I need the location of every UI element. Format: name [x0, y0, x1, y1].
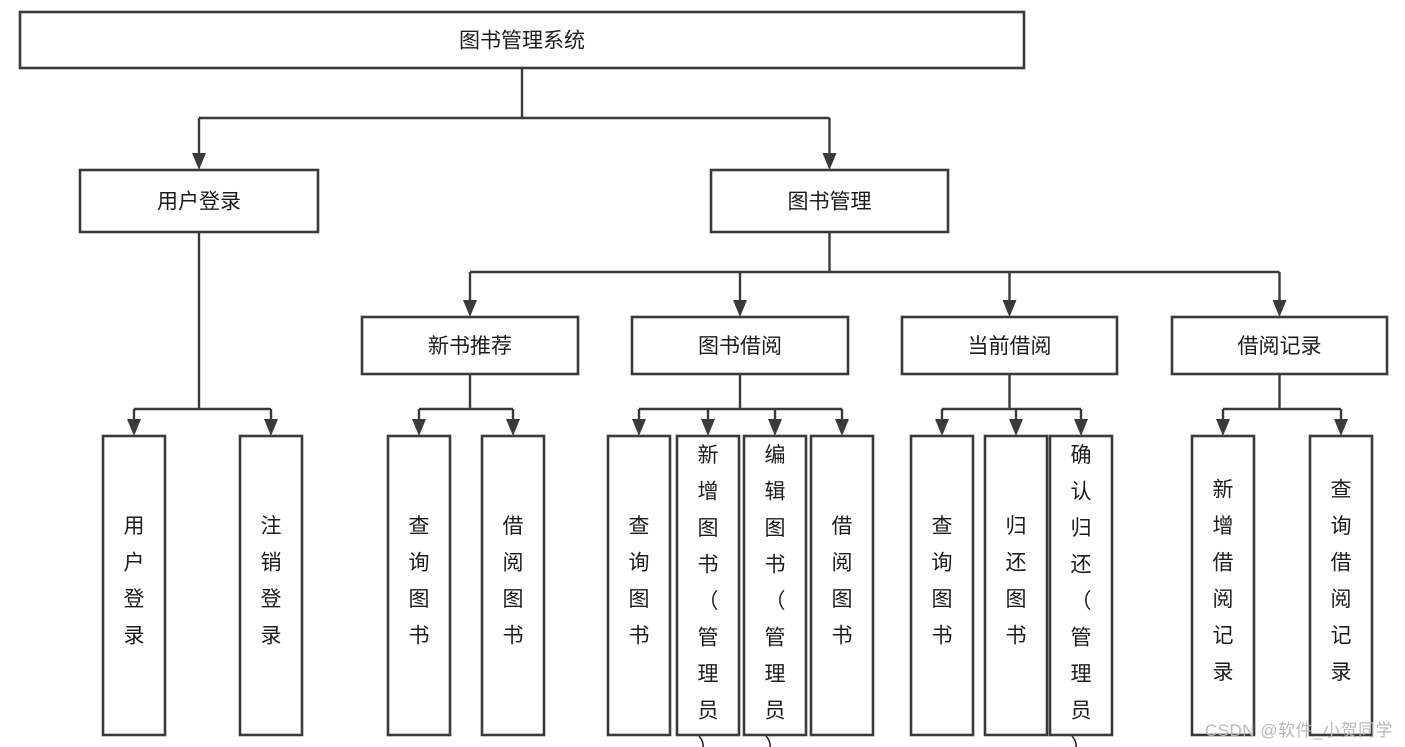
node-label: 图书管理系统 — [459, 30, 585, 53]
node-leaf-query-borrow-record[interactable] — [1308, 434, 1374, 737]
arrow-head-icon — [701, 419, 715, 436]
node-box[interactable] — [386, 434, 452, 737]
node-label: 图书借阅 — [698, 335, 782, 358]
node-label: 借阅记录 — [1238, 335, 1322, 358]
arrow-head-icon — [822, 153, 837, 170]
node-box[interactable] — [18, 10, 1026, 70]
arrow-head-icon — [127, 419, 141, 436]
node-leaf-user-login[interactable] — [101, 434, 167, 737]
node-label: 查询图书 — [629, 515, 650, 648]
node-label: 新书推荐 — [428, 335, 512, 358]
node-label: 图书管理 — [788, 191, 872, 214]
node-label: 新增借阅记录 — [1213, 478, 1234, 684]
node-box[interactable] — [809, 434, 875, 737]
arrow-head-icon — [835, 419, 849, 436]
arrow-head-icon — [1002, 300, 1017, 317]
node-root[interactable] — [18, 10, 1026, 70]
node-box[interactable] — [360, 315, 580, 376]
node-leaf-add-borrow-record[interactable] — [1190, 434, 1256, 737]
node-leaf-borrow-book[interactable] — [809, 434, 875, 737]
node-new-book-recommend[interactable] — [360, 315, 580, 376]
arrow-head-icon — [768, 419, 782, 436]
node-borrow-record[interactable] — [1170, 315, 1389, 376]
node-label: 用户登录 — [124, 515, 145, 648]
arrow-head-icon — [1074, 419, 1088, 436]
arrow-head-icon — [1009, 419, 1023, 436]
arrow-head-icon — [632, 419, 646, 436]
node-box[interactable] — [709, 168, 950, 234]
node-box[interactable] — [1048, 434, 1114, 737]
node-leaf-confirm-return[interactable] — [1048, 434, 1114, 737]
node-box[interactable] — [101, 434, 167, 737]
node-label: 当前借阅 — [968, 335, 1052, 358]
connector-layer — [127, 68, 1348, 436]
arrow-head-icon — [463, 300, 477, 317]
node-leaf-return-book[interactable] — [983, 434, 1049, 737]
node-box[interactable] — [909, 434, 975, 737]
node-label: 确认归还（管理员） — [1071, 444, 1092, 747]
node-layer: 图书管理系统用户登录图书管理新书推荐图书借阅当前借阅借阅记录用户登录注销登录查询… — [18, 10, 1389, 747]
node-leaf-edit-book[interactable] — [742, 434, 808, 737]
node-leaf-logout[interactable] — [238, 434, 304, 737]
node-label: 编辑图书（管理员） — [765, 444, 786, 747]
node-leaf-query-book-current[interactable] — [909, 434, 975, 737]
node-box[interactable] — [983, 434, 1049, 737]
arrow-head-icon — [1334, 419, 1348, 436]
node-leaf-query-book-borrow[interactable] — [606, 434, 672, 737]
node-box[interactable] — [900, 315, 1119, 376]
node-box[interactable] — [742, 434, 808, 737]
node-user-login[interactable] — [78, 168, 320, 234]
node-label: 注销登录 — [261, 515, 282, 648]
node-box[interactable] — [1170, 315, 1389, 376]
csdn-watermark: CSDN @软件_小贺同学 — [1204, 721, 1393, 740]
node-label: 查询图书 — [409, 515, 430, 648]
arrow-head-icon — [506, 419, 520, 436]
node-label: 新增图书（管理员） — [698, 444, 719, 747]
arrow-head-icon — [1272, 300, 1287, 317]
node-leaf-add-book[interactable] — [675, 434, 741, 737]
node-label: 用户登录 — [157, 191, 241, 214]
node-label: 借阅图书 — [832, 515, 853, 648]
arrow-head-icon — [1216, 419, 1230, 436]
arrow-head-icon — [192, 153, 206, 170]
node-label: 查询图书 — [932, 515, 953, 648]
node-leaf-query-book-recommend[interactable] — [386, 434, 452, 737]
node-box[interactable] — [675, 434, 741, 737]
node-label: 借阅图书 — [503, 515, 524, 648]
arrow-head-icon — [412, 419, 426, 436]
node-current-borrow[interactable] — [900, 315, 1119, 376]
node-label: 查询借阅记录 — [1331, 478, 1352, 684]
node-leaf-borrow-book-recommend[interactable] — [480, 434, 546, 737]
node-box[interactable] — [630, 315, 850, 376]
arrow-head-icon — [264, 419, 278, 436]
node-box[interactable] — [480, 434, 546, 737]
node-box[interactable] — [78, 168, 320, 234]
node-box[interactable] — [606, 434, 672, 737]
node-book-borrow[interactable] — [630, 315, 850, 376]
node-label: 归还图书 — [1006, 515, 1027, 648]
arrow-head-icon — [935, 419, 949, 436]
node-box[interactable] — [1308, 434, 1374, 737]
node-book-management[interactable] — [709, 168, 950, 234]
node-box[interactable] — [1190, 434, 1256, 737]
arrow-head-icon — [733, 300, 747, 317]
node-box[interactable] — [238, 434, 304, 737]
